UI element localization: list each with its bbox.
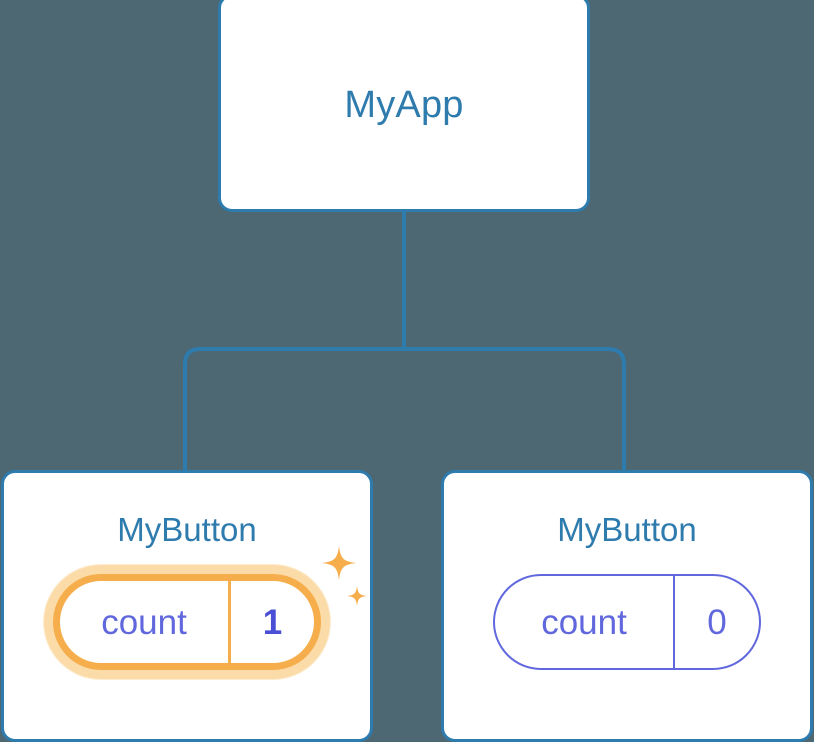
state-key-label: count bbox=[541, 602, 627, 642]
state-value-label: 1 bbox=[262, 602, 283, 642]
state-pill-wrapper: count 1 bbox=[53, 546, 367, 670]
state-pill-active[interactable]: count 1 bbox=[53, 574, 321, 670]
node-mybutton-right[interactable]: MyButton count 0 bbox=[441, 470, 813, 742]
sparkle-small-icon bbox=[347, 586, 367, 606]
node-mybutton-left[interactable]: MyButton count 1 bbox=[1, 470, 373, 742]
state-value-label: 0 bbox=[707, 602, 727, 642]
state-key-label: count bbox=[101, 602, 187, 642]
pill-divider bbox=[673, 576, 675, 668]
sparkle-group bbox=[322, 546, 367, 606]
node-myapp[interactable]: MyApp bbox=[218, 0, 590, 212]
connector-branch bbox=[183, 347, 626, 474]
sparkle-large-icon bbox=[322, 546, 356, 580]
pill-divider bbox=[228, 581, 231, 663]
state-pill-idle[interactable]: count 0 bbox=[493, 574, 761, 670]
node-title: MyButton bbox=[557, 511, 697, 548]
state-pill-wrapper: count 0 bbox=[493, 574, 761, 670]
node-title: MyApp bbox=[344, 84, 464, 126]
node-title: MyButton bbox=[117, 511, 257, 548]
